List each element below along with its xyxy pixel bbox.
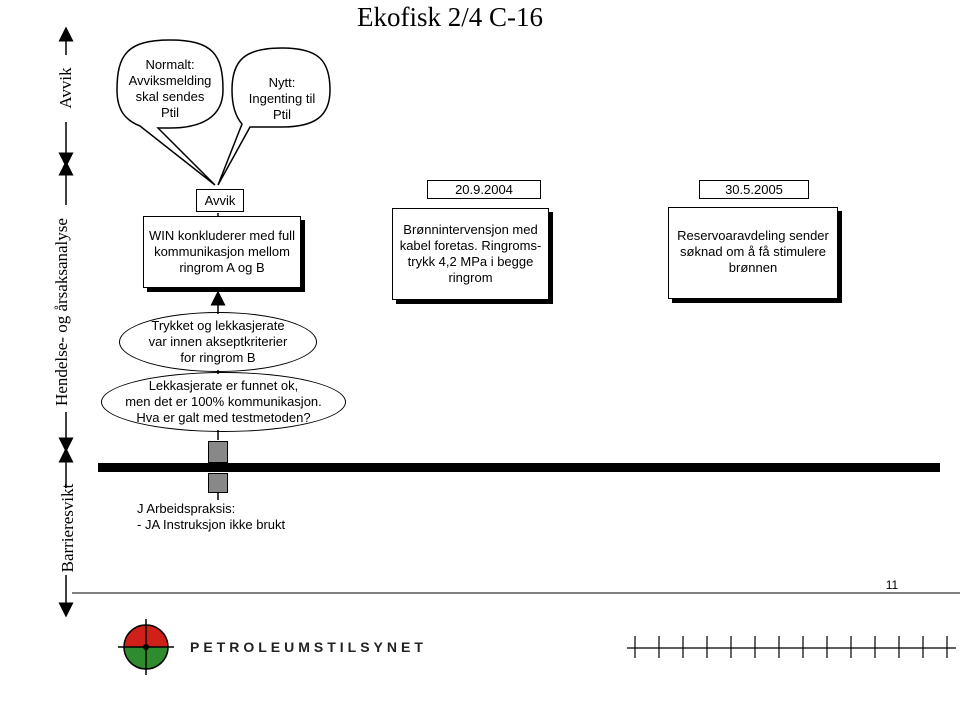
barrier-text: J Arbeidspraksis: - JA Instruksjon ikke …: [137, 501, 286, 532]
barrier-block-bottom: [208, 473, 228, 493]
date-box-1: 20.9.2004: [427, 180, 541, 199]
page-title: Ekofisk 2/4 C-16: [357, 2, 543, 32]
win-box: WIN konkluderer med full kommunikasjon m…: [143, 216, 301, 288]
footer-ticks: [634, 636, 948, 658]
barrier-bar: [98, 463, 940, 472]
date-box-2: 30.5.2005: [699, 180, 809, 199]
logo-text: PETROLEUMSTILSYNET: [190, 639, 427, 655]
callout-nytt: [217, 47, 331, 186]
page-number: 11: [885, 578, 899, 592]
callout-normalt: [116, 39, 224, 186]
bubble-normalt-text: Normalt: Avviksmelding skal sendes Ptil: [128, 57, 212, 120]
ellipse-trykket: Trykket og lekkasjerate var innen aksept…: [119, 312, 317, 372]
barrier-block-top: [208, 441, 228, 463]
ptil-logo-icon: [118, 619, 174, 675]
event-box-1: Brønnintervensjon med kabel foretas. Rin…: [392, 208, 549, 300]
bubble-nytt-text: Nytt: Ingenting til Ptil: [248, 75, 316, 122]
ellipse-lekkasjerate: Lekkasjerate er funnet ok, men det er 10…: [101, 372, 346, 432]
avvik-box: Avvik: [196, 189, 244, 212]
event-box-2: Reservoaravdeling sender søknad om å få …: [668, 207, 838, 299]
